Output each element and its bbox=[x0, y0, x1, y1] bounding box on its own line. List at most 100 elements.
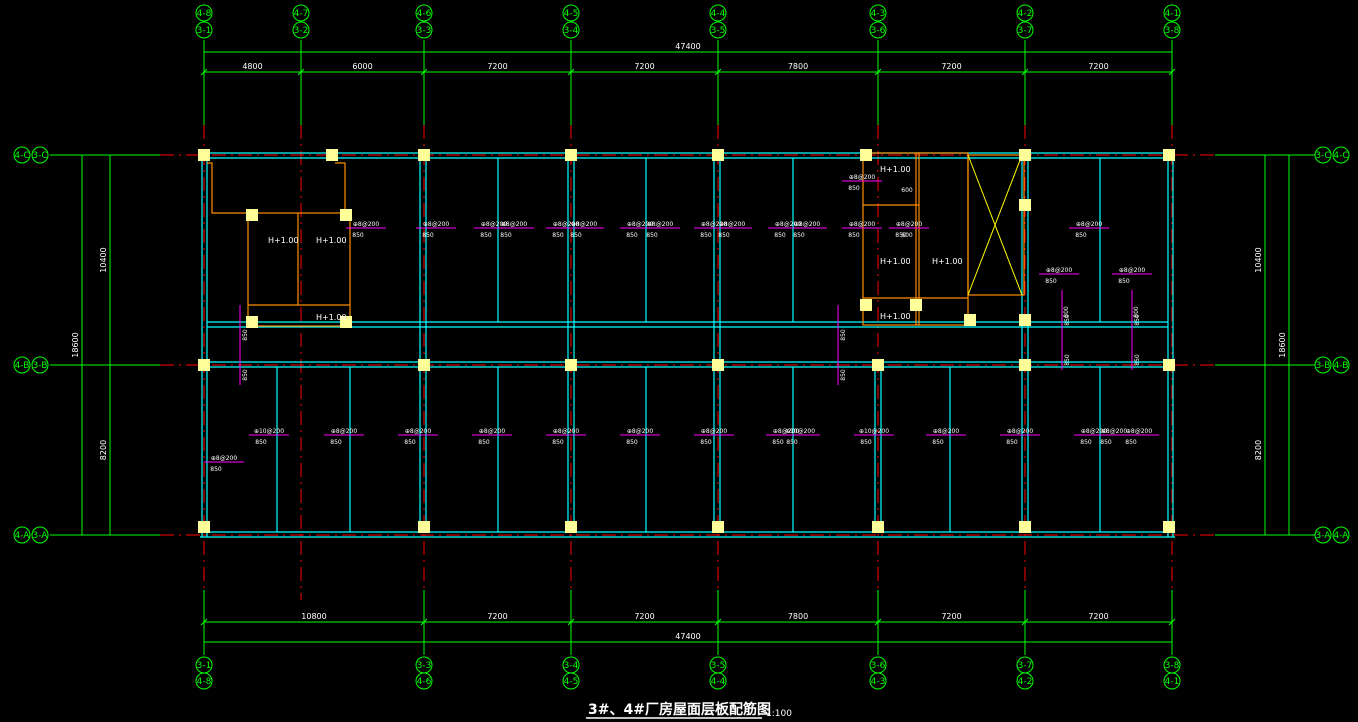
column-20 bbox=[1019, 521, 1031, 533]
axis-right-outer-0: 4-C bbox=[1333, 151, 1348, 161]
column-21 bbox=[1163, 521, 1175, 533]
axis-left-outer-2-circle bbox=[13, 526, 31, 544]
rebar-top-label-6: ⊕8@200 bbox=[627, 221, 653, 228]
rebar-bottom-length-3: 850 bbox=[478, 439, 490, 446]
column-5 bbox=[860, 149, 872, 161]
rebar-bottom-label-0: ⊕10@200 bbox=[254, 428, 284, 435]
axis-top-lower-7-circle bbox=[1163, 21, 1181, 39]
axis-left-outer-1: 4-B bbox=[15, 361, 30, 371]
elevator-shaft-cross bbox=[967, 154, 1023, 296]
rebar-bottom-length-2: 850 bbox=[404, 439, 416, 446]
rebar-bottom-length-12: 850 bbox=[1080, 439, 1092, 446]
column-13 bbox=[1019, 359, 1031, 371]
axis-right-inner-2-circle bbox=[1314, 526, 1332, 544]
axis-top-upper-1-circle bbox=[292, 4, 310, 22]
rebar-vertical-length-b-0: 850 bbox=[242, 369, 249, 381]
room-label-right-3: H+1.00 bbox=[932, 257, 963, 266]
axis-bottom-upper-1: 3-3 bbox=[417, 661, 432, 671]
dim-top-segment-6: 7200 bbox=[1088, 62, 1108, 71]
dim-bottom-segment-4: 7200 bbox=[941, 612, 961, 621]
rebar-bottom-label-4: ⊕8@200 bbox=[553, 428, 579, 435]
dim-bottom-tick-0 bbox=[200, 618, 208, 626]
dim-bottom-tick-3 bbox=[714, 618, 722, 626]
rebar-vertical-length-a-3: 850 bbox=[1134, 314, 1141, 326]
rebar-top-label-1: ⊕8@200 bbox=[423, 221, 449, 228]
column-30 bbox=[1019, 199, 1031, 211]
axis-right-outer-1-circle bbox=[1332, 356, 1350, 374]
axis-left-outer-2: 4-A bbox=[15, 531, 31, 541]
dim-top-tick-4 bbox=[714, 68, 722, 76]
room-label-right-2: H+1.00 bbox=[880, 257, 911, 266]
axis-bottom-lower-0: 4-8 bbox=[197, 677, 212, 687]
rebar-bottom-length-8: 850 bbox=[786, 439, 798, 446]
room-label-left-3: H+1.00 bbox=[316, 313, 347, 322]
rebar-top-label-4: ⊕8@200 bbox=[553, 221, 579, 228]
dim-right-segment-1: 8200 bbox=[1254, 440, 1263, 460]
axis-top-upper-7: 4-1 bbox=[1165, 9, 1180, 19]
axis-top-upper-3-circle bbox=[562, 4, 580, 22]
axis-bottom-lower-1-circle bbox=[415, 672, 433, 690]
axis-bottom-upper-4: 3-6 bbox=[871, 661, 886, 671]
axis-left-inner-0: 3-C bbox=[32, 151, 47, 161]
rebar-bottom-length-14: 850 bbox=[1125, 439, 1137, 446]
dimension-lines bbox=[50, 40, 1315, 655]
column-6 bbox=[1019, 149, 1031, 161]
axis-right-inner-1: 3-B bbox=[1316, 361, 1331, 371]
axis-top-lower-2: 3-3 bbox=[417, 26, 432, 36]
column-10 bbox=[565, 359, 577, 371]
rebar-top-length-7: 850 bbox=[646, 232, 658, 239]
column-24 bbox=[246, 316, 258, 328]
axis-top-upper-1: 4-7 bbox=[294, 9, 309, 19]
rebar-top-label-3: ⊕8@200 bbox=[501, 221, 527, 228]
rebar-bottom-label-1: ⊕8@200 bbox=[331, 428, 357, 435]
dim-top-tick-6 bbox=[1021, 68, 1029, 76]
axis-top-lower-7: 3-8 bbox=[1165, 26, 1180, 36]
column-27 bbox=[910, 299, 922, 311]
column-14 bbox=[1163, 359, 1175, 371]
axis-top-lower-1-circle bbox=[292, 21, 310, 39]
axis-bottom-lower-6: 4-1 bbox=[1165, 677, 1180, 687]
dim-top-tick-2 bbox=[420, 68, 428, 76]
axis-right-outer-1: 4-B bbox=[1334, 361, 1349, 371]
rebar-bottom-label-2: ⊕8@200 bbox=[405, 428, 431, 435]
rebar-top-length-1: 850 bbox=[422, 232, 434, 239]
axis-left-outer-0: 4-C bbox=[14, 151, 29, 161]
axis-right-inner-0: 3-C bbox=[1315, 151, 1330, 161]
axis-bottom-lower-5-circle bbox=[1016, 672, 1034, 690]
axis-bottom-lower-4: 4-3 bbox=[871, 677, 886, 687]
rebar-bottom-label-7: ⊕8@200 bbox=[773, 428, 799, 435]
axis-top-lower-4-circle bbox=[709, 21, 727, 39]
dim-top-segment-5: 7200 bbox=[941, 62, 961, 71]
dim-left-total: 18600 bbox=[71, 332, 80, 357]
rebar-top-length-14: 850 bbox=[1075, 232, 1087, 239]
rebar-top-length-15: 850 bbox=[1045, 278, 1057, 285]
dim-left-segment-0: 10400 bbox=[99, 247, 108, 272]
dim-top-total: 47400 bbox=[675, 42, 700, 51]
axis-bottom-lower-5: 4-2 bbox=[1018, 677, 1033, 687]
room-label-left-2: H+1.00 bbox=[316, 236, 347, 245]
axis-left-outer-0-circle bbox=[13, 146, 31, 164]
rebar-bottom-label-9: ⊕10@200 bbox=[859, 428, 889, 435]
dim-bottom-tick-6 bbox=[1168, 618, 1176, 626]
rebar-top-label-14: ⊕8@200 bbox=[1076, 221, 1102, 228]
dim-left-segment-1: 8200 bbox=[99, 440, 108, 460]
rebar-top-label-8: ⊕8@200 bbox=[701, 221, 727, 228]
column-2 bbox=[418, 149, 430, 161]
axis-right-inner-0-circle bbox=[1314, 146, 1332, 164]
axis-top-lower-0: 3-1 bbox=[197, 26, 212, 36]
axis-left-inner-2: 3-A bbox=[33, 531, 49, 541]
rebar-top-length-10: 850 bbox=[774, 232, 786, 239]
column-18 bbox=[712, 521, 724, 533]
axis-bottom-lower-0-circle bbox=[195, 672, 213, 690]
rebar-top-label-7: ⊕8@200 bbox=[647, 221, 673, 228]
axis-top-lower-5: 3-6 bbox=[871, 26, 886, 36]
rebar-top-length-11: 850 bbox=[793, 232, 805, 239]
axis-bottom-upper-5: 3-7 bbox=[1018, 661, 1033, 671]
column-3 bbox=[565, 149, 577, 161]
dim-bottom-segment-3: 7800 bbox=[788, 612, 808, 621]
rebar-top-label-0: ⊕8@200 bbox=[353, 221, 379, 228]
dim-bottom-tick-4 bbox=[874, 618, 882, 626]
axis-top-lower-3: 3-4 bbox=[564, 26, 579, 36]
rebar-top-label-13: ⊕8@200 bbox=[896, 221, 922, 228]
